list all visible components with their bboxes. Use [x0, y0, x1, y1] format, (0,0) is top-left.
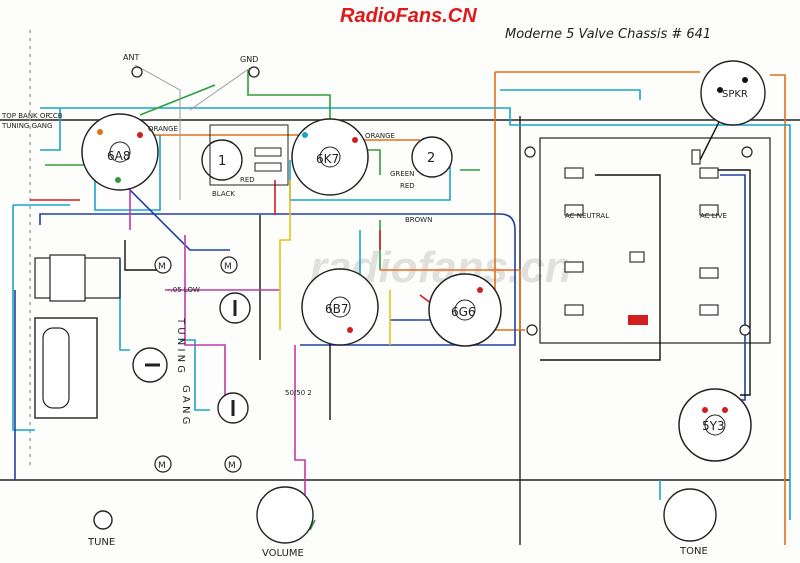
orange-label-2: ORANGE [365, 132, 395, 140]
tube-6k7 [291, 118, 369, 196]
low-mark-label: -.05 LOW [168, 286, 200, 294]
filter-label: 50/50 2 [285, 389, 312, 397]
transformer-red-marker [628, 315, 648, 325]
tube-6b7 [301, 268, 379, 346]
if-transformer-1 [201, 124, 289, 186]
speaker-label: SPKR [722, 89, 748, 100]
mount-label-1: M [158, 262, 166, 272]
brown-label: BROWN [405, 216, 432, 224]
capacitor-body [42, 327, 70, 409]
if-transformer-1-label: 1 [218, 154, 226, 169]
tube-5y3-label: 5Y3 [702, 419, 725, 433]
volume-pot[interactable] [256, 486, 314, 544]
speaker-socket [700, 60, 766, 126]
tube-6a8-label: 6A8 [107, 149, 130, 163]
gnd-label: GND [240, 55, 258, 64]
mount-label-2: M [224, 262, 232, 272]
ant-label: ANT [123, 53, 139, 62]
if-transformer-2-label: 2 [427, 151, 435, 166]
tune-knob-hole[interactable] [93, 510, 113, 530]
black-wires [124, 99, 751, 420]
black-label: BLACK [212, 190, 235, 198]
orange-wires [140, 71, 786, 545]
volume-label: VOLUME [262, 548, 304, 559]
tube-6b7-label: 6B7 [325, 302, 349, 316]
tune-label: TUNE [87, 537, 115, 548]
tuning-label: T U N I N G [175, 317, 186, 373]
magenta-wires [129, 190, 306, 500]
green-label: GREEN [390, 170, 414, 178]
antenna-leads [134, 64, 251, 200]
socket-pin-dots [97, 77, 748, 413]
orange-label-1: ORANGE [148, 125, 178, 133]
tube-5y3 [678, 388, 752, 462]
tube-6g6 [428, 273, 502, 347]
ac-live-label: AC LIVE [700, 212, 727, 220]
if-transformer-2 [411, 136, 453, 178]
ac-neutral-label: AC NEUTRAL [565, 212, 609, 220]
gang-label: G A N G [180, 385, 191, 424]
site-logo: RadioFans.CN [340, 5, 477, 27]
ccb-label: CCB [48, 112, 63, 120]
tone-label: TONE [679, 546, 708, 557]
gang-rotor-marks [145, 300, 237, 416]
top-bank-label: TOP BANK OF [1, 112, 49, 120]
tube-6k7-label: 6K7 [316, 152, 339, 166]
red-label-1: RED [240, 176, 255, 184]
output-transformer-core [49, 254, 86, 302]
mount-label-3: M [158, 461, 166, 471]
power-transformer-outline [539, 137, 771, 344]
red-label-2: RED [400, 182, 415, 190]
tuning-gang-top-label: TUNING GANG [1, 122, 52, 130]
tube-6g6-label: 6G6 [451, 305, 476, 319]
antenna-terminals [131, 66, 260, 78]
tone-pot[interactable] [663, 488, 717, 542]
yellow-wires [279, 180, 391, 345]
mount-label-4: M [228, 461, 236, 471]
page-title: Moderne 5 Valve Chassis # 641 [505, 27, 711, 42]
mounting-holes [154, 146, 753, 473]
wire-labels: TOP BANK OF TUNING GANG CCB ORANGE ORANG… [1, 112, 432, 397]
power-transformer-tags [564, 149, 719, 316]
